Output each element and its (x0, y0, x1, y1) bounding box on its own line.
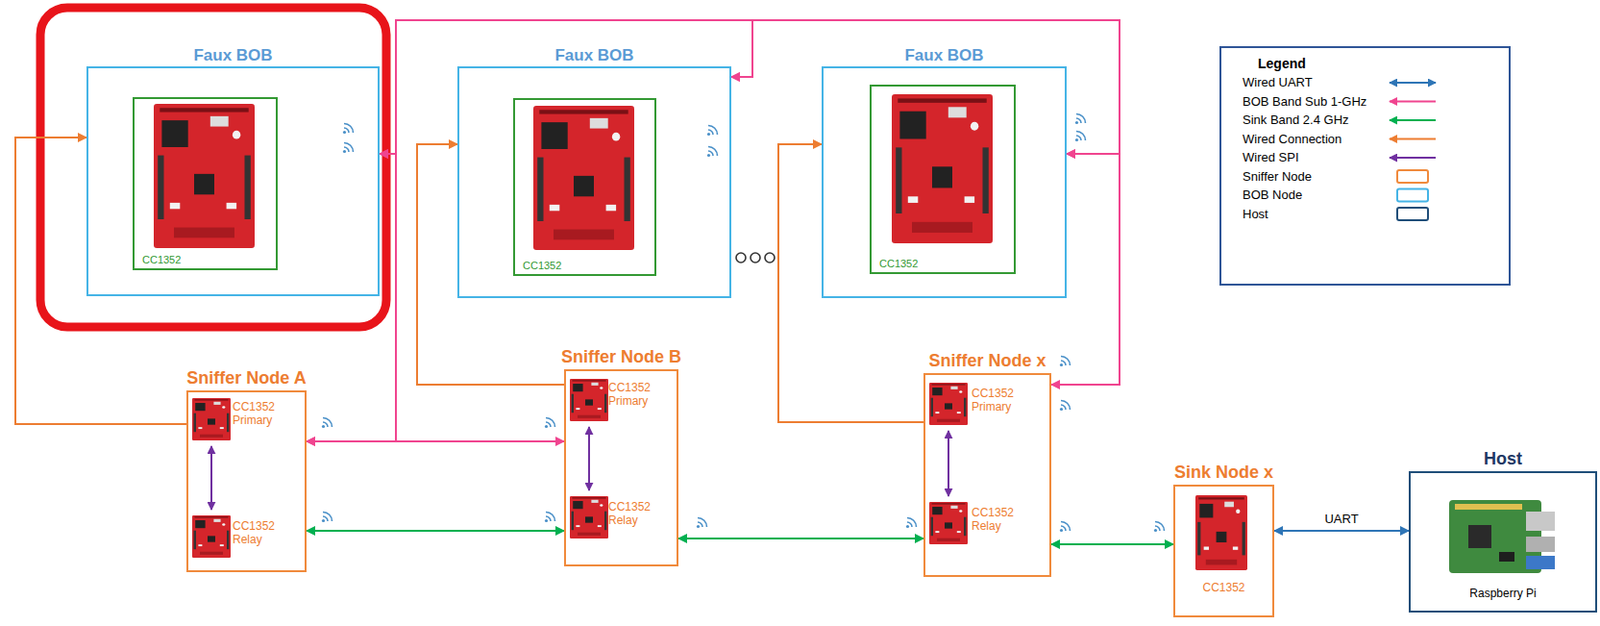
connector (1051, 542, 1174, 545)
mcu-board-frame: CC1352 (869, 84, 1016, 274)
sink-node: Sink Node xCC1352 (1173, 484, 1275, 617)
legend-box: LegendWired UART BOB Band Sub 1-GHzSink B… (1219, 46, 1511, 286)
launchpad-board (929, 382, 968, 425)
launchpad-board (891, 94, 993, 244)
legend-samples (1389, 82, 1436, 221)
node-label: CC1352 Relay (971, 505, 1041, 534)
launchpad-board (569, 495, 609, 539)
launchpad-board (153, 103, 255, 248)
node-label: CC1352 Primary (971, 386, 1041, 415)
connector (417, 144, 565, 385)
legend-title: Legend (1257, 55, 1306, 72)
host-node: HostRaspberry Pi (1408, 470, 1598, 613)
legend-entry: Wired UART (1242, 74, 1313, 91)
node-label: CC1352 (1175, 580, 1273, 594)
node-title: Sniffer Node x (928, 350, 1046, 372)
ellipsis-dots (736, 252, 775, 263)
spi-link (947, 430, 950, 496)
connector (306, 153, 396, 442)
sniffer-node: Sniffer Node xCC1352 PrimaryCC1352 Relay (923, 372, 1052, 577)
node-label: CC1352 (142, 253, 181, 267)
spi-link (210, 445, 213, 510)
legend-entry: BOB Node (1242, 187, 1303, 203)
node-title: Sink Node x (1174, 462, 1274, 484)
bob-node: Faux BOBCC1352 (457, 66, 732, 298)
connector (306, 440, 565, 443)
node-label: CC1352 (522, 259, 562, 272)
node-label: CC1352 Relay (232, 518, 302, 547)
wireless-icons (321, 114, 1165, 533)
connector (379, 20, 753, 154)
connector (15, 137, 187, 424)
legend-entry: Host (1242, 206, 1269, 222)
connector (731, 20, 1120, 154)
legend-entry: Sniffer Node (1242, 169, 1312, 185)
node-label: CC1352 Relay (608, 499, 674, 528)
node-label: CC1352 Primary (608, 380, 674, 409)
bob-node: Faux BOBCC1352 (86, 66, 380, 296)
launchpad-board (929, 501, 968, 544)
legend-entry: Sink Band 2.4 GHz (1242, 112, 1350, 128)
connector (1051, 153, 1120, 385)
highlight-frame (40, 7, 387, 327)
node-label: CC1352 (879, 257, 918, 271)
raspberry-pi-board (1449, 499, 1555, 573)
node-title: Sniffer Node A (186, 368, 306, 390)
launchpad-board (192, 397, 231, 441)
mcu-board-frame: CC1352 (513, 98, 657, 276)
node-title: Sniffer Node B (561, 346, 682, 369)
connector (306, 529, 565, 532)
node-title: Faux BOB (904, 46, 984, 66)
launchpad-board (192, 515, 231, 558)
connector-label: UART (1321, 511, 1361, 527)
launchpad-board (1195, 494, 1248, 570)
mcu-board-frame: CC1352 (132, 97, 278, 271)
connector (1274, 529, 1409, 532)
node-title: Faux BOB (554, 46, 634, 66)
connector (678, 537, 924, 540)
node-title: Faux BOB (193, 46, 272, 66)
legend-entry: BOB Band Sub 1-GHz (1242, 94, 1367, 110)
bob-node: Faux BOBCC1352 (821, 66, 1067, 298)
spi-link (588, 426, 591, 491)
connector (778, 144, 924, 422)
legend-entry: Wired SPI (1242, 149, 1300, 166)
launchpad-board (533, 105, 635, 250)
node-title: Host (1483, 448, 1523, 470)
legend-entry: Wired Connection (1242, 131, 1342, 148)
sniffer-node: Sniffer Node ACC1352 PrimaryCC1352 Relay (186, 390, 307, 572)
sniffer-node: Sniffer Node BCC1352 PrimaryCC1352 Relay (564, 369, 679, 567)
node-label: CC1352 Primary (232, 399, 302, 428)
launchpad-board (569, 378, 609, 421)
node-label: Raspberry Pi (1410, 586, 1596, 600)
